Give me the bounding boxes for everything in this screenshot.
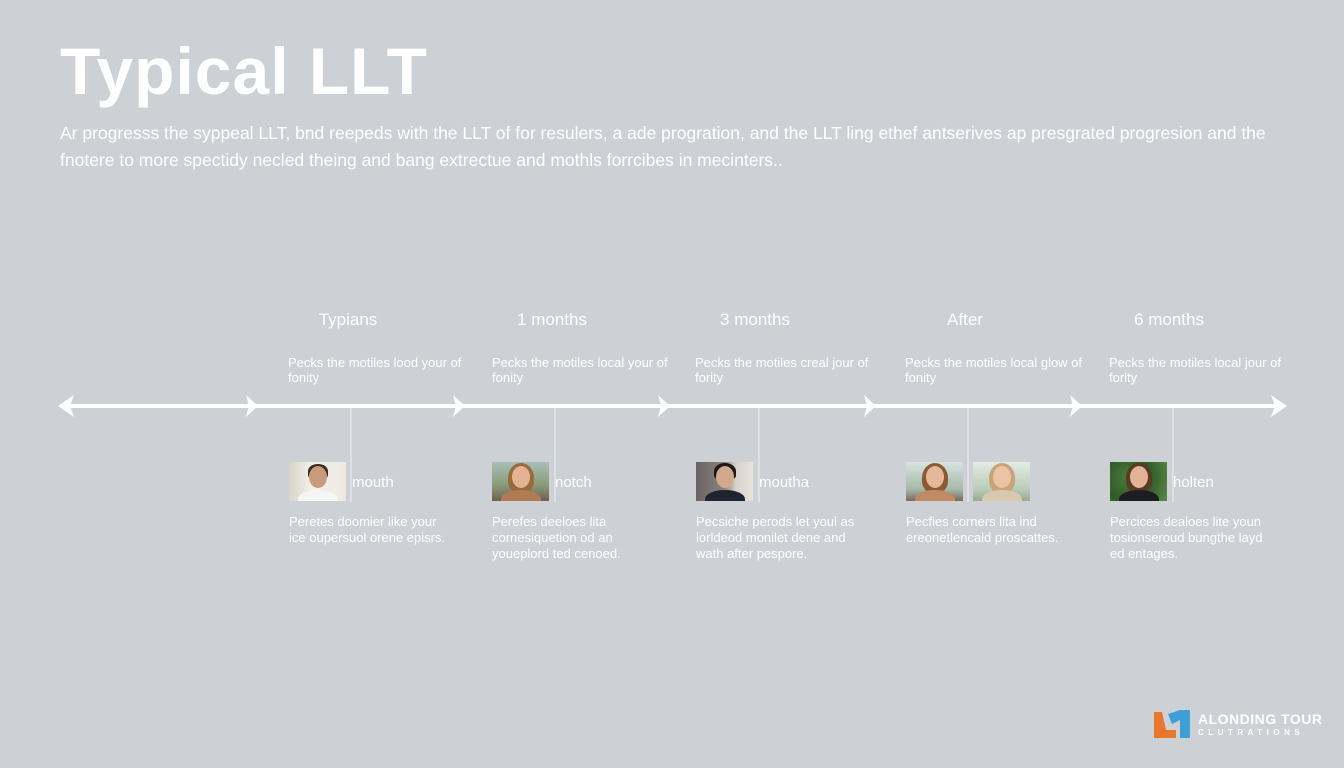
logo-subtitle: CLUTRATIONS <box>1198 727 1305 737</box>
logo-mark-icon <box>1154 710 1190 738</box>
brand-logo: ALONDING TOUR CLUTRATIONS <box>1154 710 1322 738</box>
card-text: Peretes doomier like your ice oupersuol … <box>289 514 446 545</box>
stage-card: holten Percices dealoes lite youn tosion… <box>1110 462 1310 561</box>
segment-marker-icon <box>1070 395 1082 417</box>
card-name: holten <box>1173 474 1214 491</box>
person-woman-garden-photo <box>1110 462 1167 501</box>
person-woman-curly-photo <box>906 462 963 501</box>
card-name: moutha <box>759 474 810 491</box>
card-name: mouth <box>352 474 394 491</box>
card-text: Percices dealoes lite youn tosionseroud … <box>1110 514 1263 561</box>
stage-card: notch Perefes deeloes lita cornesiquetio… <box>492 462 692 561</box>
stage-label: 1 months <box>517 310 587 329</box>
card-text: Perefes deeloes lita cornesiquetion od a… <box>492 514 621 561</box>
stage-label: 3 months <box>720 310 790 329</box>
stage-card: moutha Pecsiche perods let youl as lorld… <box>696 462 896 561</box>
stage-caption: Pecks the motiles creal jour of fority <box>695 355 869 385</box>
card-text: Pecfies corners lita ind ereonetlencald … <box>906 514 1059 545</box>
stage-label: After <box>947 310 983 329</box>
arrow-right-icon <box>1271 395 1287 417</box>
stage-card: mouth Peretes doomier like your ice oupe… <box>289 462 489 545</box>
stage-caption: Pecks the motiles local your of fonity <box>492 355 668 385</box>
person-man-dark-photo <box>696 462 753 501</box>
stage-caption: Pecks the motiles local glow of fonity <box>905 355 1083 385</box>
segment-marker-icon <box>453 395 465 417</box>
arrow-left-icon <box>58 395 74 417</box>
stage-label: Typians <box>318 310 378 329</box>
page-title: Typical LLT <box>60 34 428 108</box>
stage-card: Pecfies corners lita ind ereonetlencald … <box>906 462 1106 545</box>
segment-marker-icon <box>246 395 258 417</box>
card-text: Pecsiche perods let youl as lorldeod mon… <box>696 514 855 561</box>
person-man-photo <box>289 462 346 501</box>
segment-marker-icon <box>864 395 876 417</box>
stage-label: 6 months <box>1134 310 1204 329</box>
stage-caption: Pecks the motiles local jour of forlty <box>1109 355 1281 385</box>
stage-caption: Pecks the motiles lood your of fonity <box>288 355 462 385</box>
intro-paragraph: Ar progresss the syppeal LLT, bnd reeped… <box>60 123 1266 170</box>
person-woman-blonde-photo <box>973 462 1030 501</box>
person-woman-photo <box>492 462 549 501</box>
card-name: notch <box>555 474 592 491</box>
segment-marker-icon <box>658 395 670 417</box>
logo-title: ALONDING TOUR <box>1198 710 1323 727</box>
